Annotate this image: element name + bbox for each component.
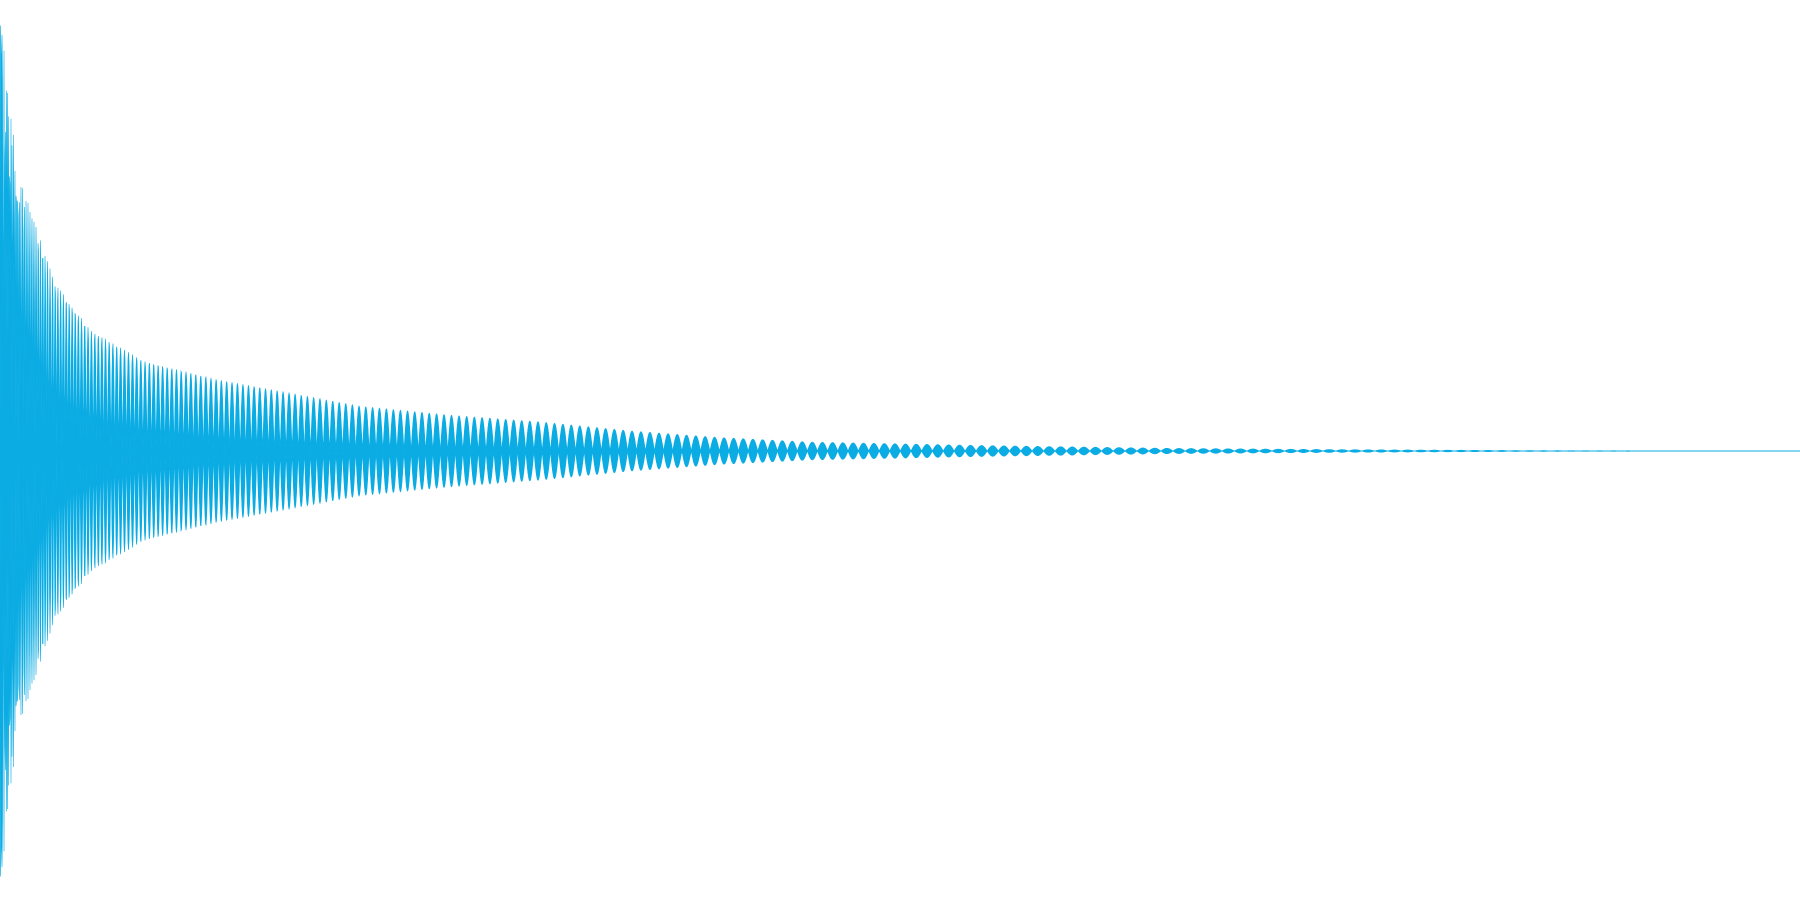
waveform-chart: [0, 25, 1800, 877]
